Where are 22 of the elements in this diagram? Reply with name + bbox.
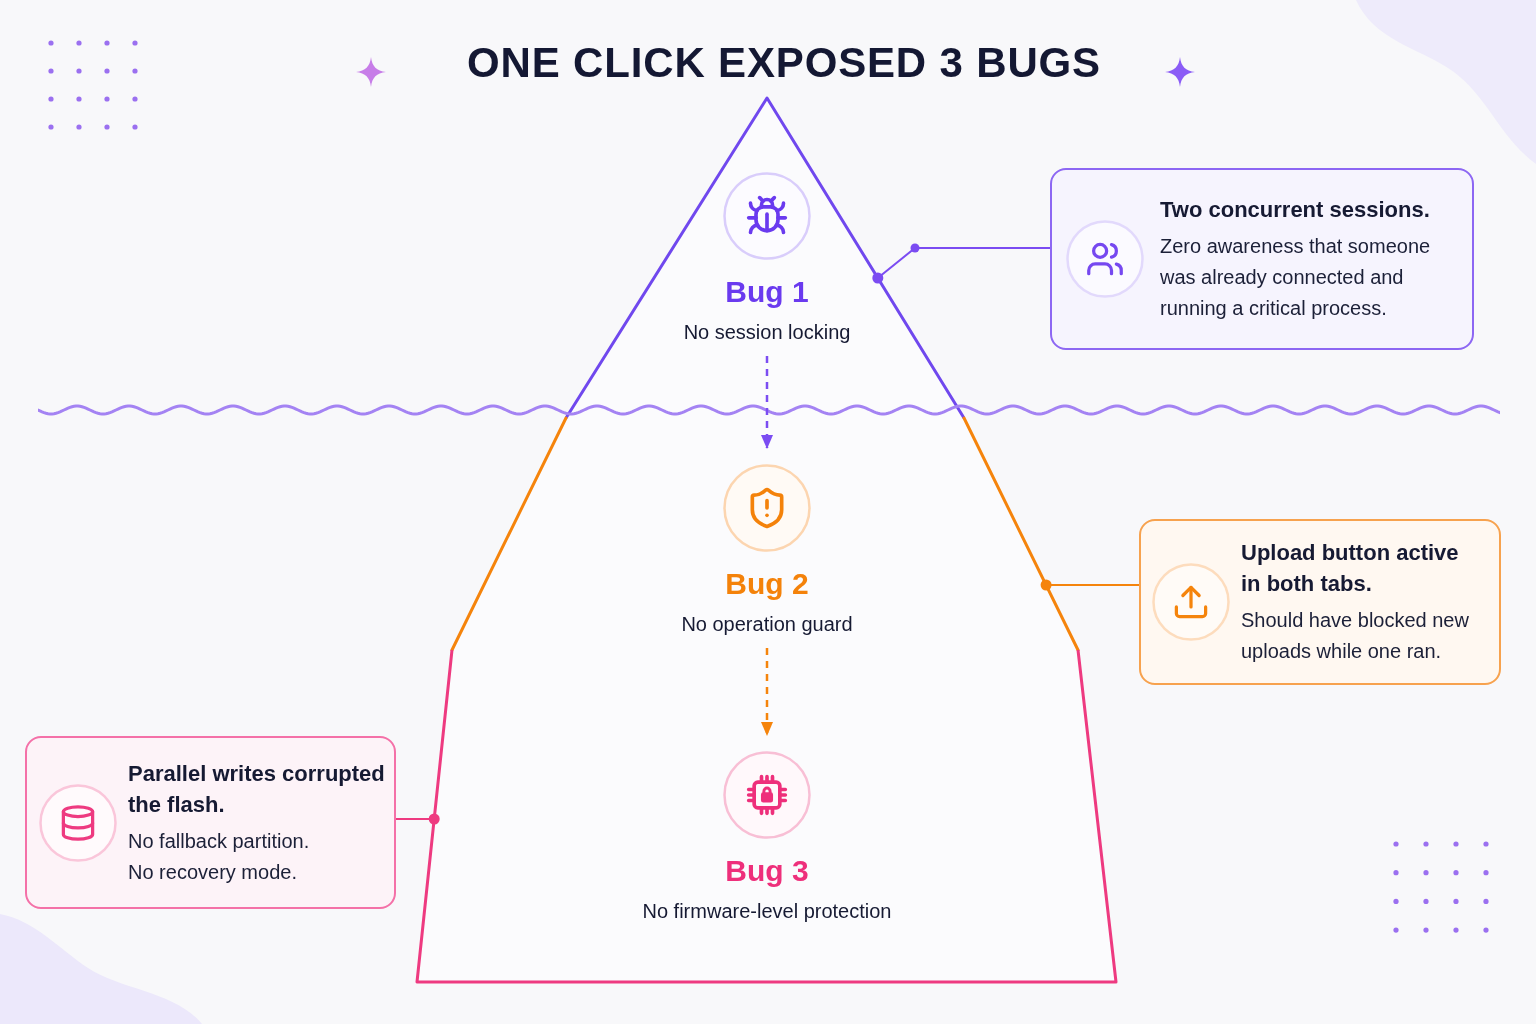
card-text: No fallback partition. [128,828,311,854]
card-heading: Parallel writes corrupted the flash. [128,759,386,819]
bug-title: Bug 3 [725,855,809,887]
bug-description: No firmware-level protection [642,899,892,923]
leader-line [1040,579,1140,591]
callout-card [25,736,396,909]
card-text: Should have blocked new uploads while one ran. [1241,608,1470,664]
leader-line [395,813,440,825]
bug-description: No operation guard [681,612,853,636]
card-heading: Two concurrent sessions. [1160,196,1431,224]
dashed-arrow [761,648,773,736]
leader-line [872,243,1051,284]
card-heading: Upload button active in both tabs. [1241,539,1460,598]
bug-title: Bug 1 [725,276,809,308]
bug-title: Bug 2 [725,568,809,600]
card-text: No recovery mode. [128,859,298,885]
bug-description: No session locking [683,320,851,344]
page-title: ONE CLICK EXPOSED 3 BUGS [467,38,1101,88]
callout-card [1050,168,1474,350]
callout-card [1139,519,1501,685]
card-text: Zero awareness that someone was already connected and running a critical process. [1160,234,1432,321]
dashed-arrow [761,356,773,449]
